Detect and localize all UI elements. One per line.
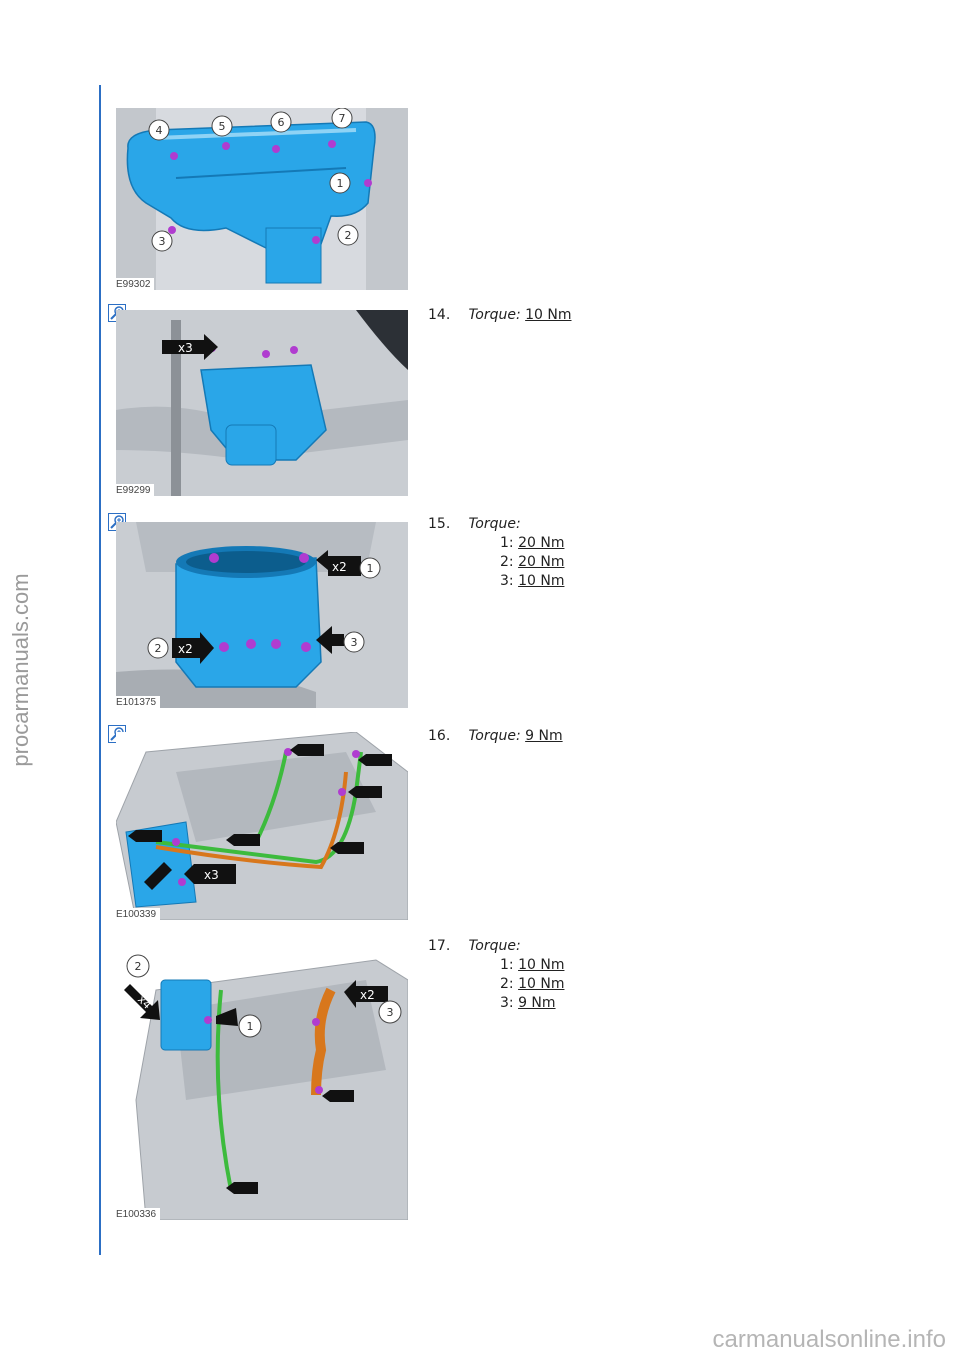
- figure-engine-rear: 2 x4 1 x2 3 E100336: [116, 950, 408, 1220]
- callout-1: 1: [247, 1020, 254, 1033]
- torque-value-link[interactable]: 20 Nm: [518, 554, 565, 570]
- torque-item: 3: 10 Nm: [500, 573, 565, 589]
- figure-wiring-harness: x3 E100339: [116, 732, 408, 920]
- torque-value-link[interactable]: 10 Nm: [518, 976, 565, 992]
- torque-value-link[interactable]: 9 Nm: [525, 728, 563, 744]
- figure-engine-rear-drawing: 2 x4 1 x2 3: [124, 954, 408, 1220]
- figure-code: E99302: [116, 278, 155, 290]
- side-watermark: procarmanuals.com: [8, 573, 33, 767]
- torque-label: Torque:: [468, 728, 521, 744]
- callout-7: 7: [339, 112, 346, 125]
- torque-value-link[interactable]: 10 Nm: [518, 957, 565, 973]
- callout-x2-left: x2: [178, 642, 193, 656]
- callout-4: 4: [156, 124, 163, 137]
- callout-2: 2: [345, 229, 352, 242]
- step-14: 14. Torque: 10 Nm: [428, 306, 572, 325]
- torque-item: 3: 9 Nm: [500, 995, 556, 1011]
- torque-value-link[interactable]: 20 Nm: [518, 535, 565, 551]
- callout-3: 3: [387, 1006, 394, 1019]
- callout-x3: x3: [204, 868, 219, 882]
- figure-intake-manifold: 4 5 6 7 1 2 3 E99302: [116, 108, 408, 290]
- torque-item: 1: 10 Nm: [500, 957, 565, 973]
- torque-item: 2: 20 Nm: [500, 554, 565, 570]
- section-divider-line: [99, 85, 101, 1255]
- step-number: 15.: [428, 516, 451, 532]
- callout-x2: x2: [360, 988, 375, 1002]
- torque-value-link[interactable]: 10 Nm: [518, 573, 565, 589]
- torque-label: Torque:: [468, 516, 521, 532]
- step-number: 16.: [428, 728, 451, 744]
- torque-label: Torque:: [468, 938, 521, 954]
- torque-value-link[interactable]: 9 Nm: [518, 995, 556, 1011]
- callout-3: 3: [159, 235, 166, 248]
- step-16: 16. Torque: 9 Nm: [428, 727, 563, 746]
- figure-egr-adapter: x2 1 2 x2 3 E101375: [116, 522, 408, 708]
- step-17: 17. Torque: 1: 10 Nm 2: 10 Nm 3: 9 Nm: [428, 937, 564, 1013]
- callout-6: 6: [278, 116, 285, 129]
- torque-value-link[interactable]: 10 Nm: [525, 307, 572, 323]
- callout-5: 5: [219, 120, 226, 133]
- figure-egr-adapter-drawing: x2 1 2 x2 3: [116, 522, 408, 708]
- figure-intake-manifold-drawing: 4 5 6 7 1 2 3: [116, 108, 408, 290]
- step-number: 14.: [428, 307, 451, 323]
- callout-2: 2: [155, 642, 162, 655]
- step-number: 17.: [428, 938, 451, 954]
- callout-2: 2: [135, 960, 142, 973]
- step-15: 15. Torque: 1: 20 Nm 2: 20 Nm 3: 10 Nm: [428, 515, 564, 591]
- torque-item: 2: 10 Nm: [500, 976, 565, 992]
- figure-throttle-body-drawing: x3: [116, 310, 408, 496]
- figure-code: E99299: [116, 484, 155, 496]
- callout-1: 1: [367, 562, 374, 575]
- figure-code: E100336: [116, 1208, 161, 1220]
- figure-throttle-body: x3 E99299: [116, 310, 408, 496]
- callout-1: 1: [337, 177, 344, 190]
- footer-watermark: carmanualsonline.info: [712, 1326, 946, 1353]
- figure-code: E100339: [116, 908, 161, 920]
- callout-x2-top: x2: [332, 560, 347, 574]
- figure-wiring-harness-drawing: x3: [116, 732, 408, 920]
- callout-x3: x3: [178, 341, 193, 355]
- figure-code: E101375: [116, 696, 161, 708]
- torque-label: Torque:: [468, 307, 521, 323]
- torque-item: 1: 20 Nm: [500, 535, 565, 551]
- callout-3: 3: [351, 636, 358, 649]
